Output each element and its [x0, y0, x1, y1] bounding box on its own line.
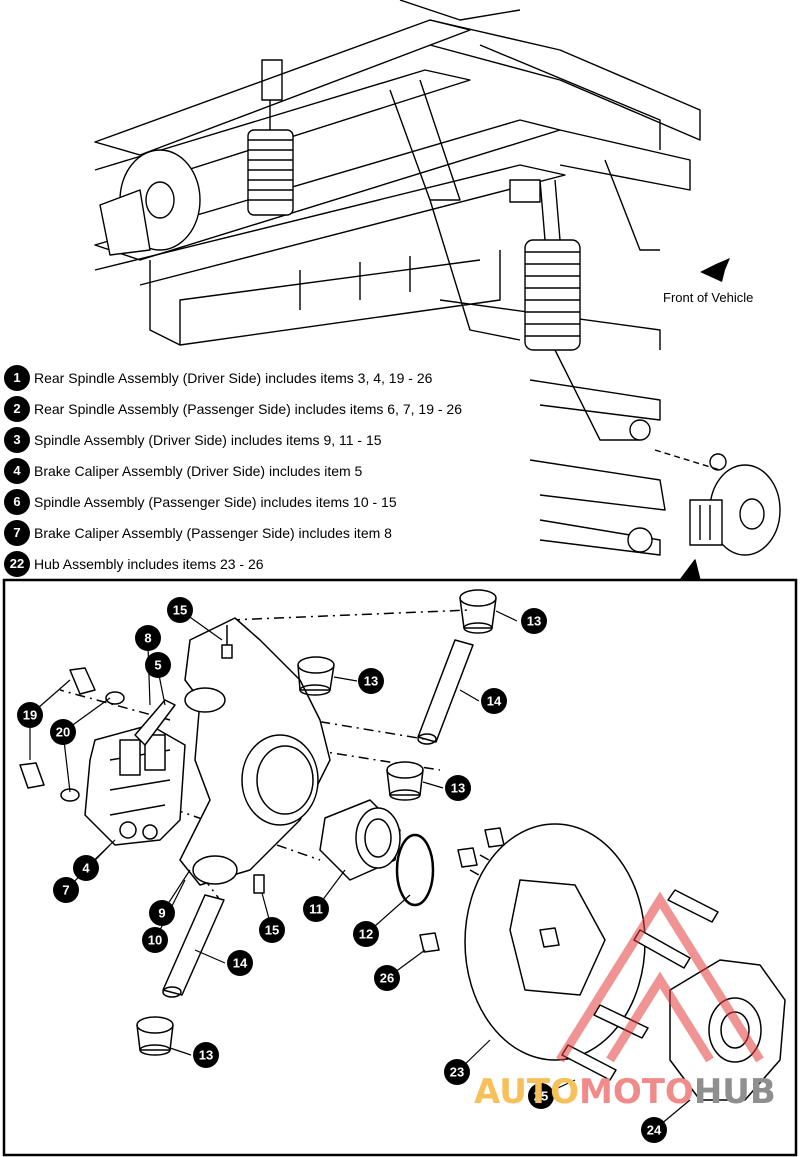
- legend-description: Brake Caliper Assembly (Passenger Side) …: [34, 524, 392, 541]
- callout-4: 4: [73, 855, 99, 881]
- callout-number: 7: [62, 883, 69, 898]
- legend-number-badge: 2: [4, 395, 30, 422]
- legend-description: Rear Spindle Assembly (Driver Side) incl…: [34, 369, 433, 386]
- callout-25: 25: [528, 1083, 554, 1109]
- callout-number: 10: [148, 933, 162, 948]
- watermark-text: AUTOMOTOHUB: [474, 1072, 776, 1112]
- callout-number: 4: [82, 861, 90, 876]
- callout-number: 13: [451, 781, 465, 796]
- legend-description: Spindle Assembly (Passenger Side) includ…: [34, 493, 397, 510]
- legend-number-badge: 3: [4, 426, 30, 453]
- callout-number: 8: [144, 631, 151, 646]
- legend-number-badge: 7: [4, 519, 30, 546]
- callout-number: 5: [154, 658, 161, 673]
- legend-description: Rear Spindle Assembly (Passenger Side) i…: [34, 400, 462, 417]
- callout-13: 13: [193, 1042, 219, 1068]
- callout-number: 12: [359, 927, 373, 942]
- callout-15: 15: [167, 597, 193, 623]
- detail-inset-frame: [2, 578, 798, 1157]
- callout-number: 24: [647, 1123, 662, 1138]
- legend-description: Brake Caliper Assembly (Driver Side) inc…: [34, 462, 363, 479]
- callout-24: 24: [641, 1117, 667, 1143]
- callout-15: 15: [259, 917, 285, 943]
- vehicle-frame-illustration: [94, 0, 781, 581]
- legend-number-badge: 1: [4, 364, 30, 391]
- watermark-part-3: HUB: [693, 1072, 776, 1112]
- legend-description: Spindle Assembly (Driver Side) includes …: [34, 431, 382, 448]
- watermark-logo-icon: [556, 891, 764, 1063]
- callout-number: 20: [56, 725, 70, 740]
- callout-number: 15: [265, 923, 279, 938]
- legend-description: Hub Assembly includes items 23 - 26: [34, 555, 264, 572]
- callout-5: 5: [145, 652, 171, 678]
- callout-number: 19: [23, 708, 37, 723]
- callout-11: 11: [303, 896, 329, 922]
- callout-number: 13: [364, 674, 378, 689]
- exploded-parts: [19, 589, 786, 1101]
- watermark-part-1: AUTO: [474, 1072, 579, 1112]
- legend-number-badge: 6: [4, 488, 30, 515]
- callout-number: 9: [158, 906, 165, 921]
- watermark-part-2: MOTO: [578, 1072, 694, 1112]
- callout-number: 14: [487, 694, 502, 709]
- callout-number: 26: [380, 971, 394, 986]
- callout-number: 15: [173, 603, 187, 618]
- callout-14: 14: [481, 688, 507, 714]
- legend-number-badge: 22: [4, 550, 30, 577]
- callout-13: 13: [521, 608, 547, 634]
- callout-23: 23: [444, 1059, 470, 1085]
- callout-number: 23: [450, 1065, 464, 1080]
- callout-12: 12: [353, 921, 379, 947]
- callout-13: 13: [358, 668, 384, 694]
- callout-9: 9: [149, 900, 175, 926]
- callout-20: 20: [50, 719, 76, 745]
- callout-number: 13: [527, 614, 541, 629]
- callout-10: 10: [142, 927, 168, 953]
- callout-7: 7: [53, 877, 79, 903]
- front-of-vehicle-label: Front of Vehicle: [663, 290, 754, 305]
- callout-26: 26: [374, 965, 400, 991]
- legend-number-badge: 4: [4, 457, 30, 484]
- callout-13: 13: [445, 775, 471, 801]
- callout-number: 11: [309, 902, 323, 917]
- callout-number: 13: [199, 1048, 213, 1063]
- callout-number: 25: [534, 1089, 548, 1104]
- callout-8: 8: [135, 625, 161, 651]
- front-direction-arrow-icon: [700, 258, 730, 282]
- callout-14: 14: [227, 950, 253, 976]
- callout-number: 14: [233, 956, 248, 971]
- callout-19: 19: [17, 702, 43, 728]
